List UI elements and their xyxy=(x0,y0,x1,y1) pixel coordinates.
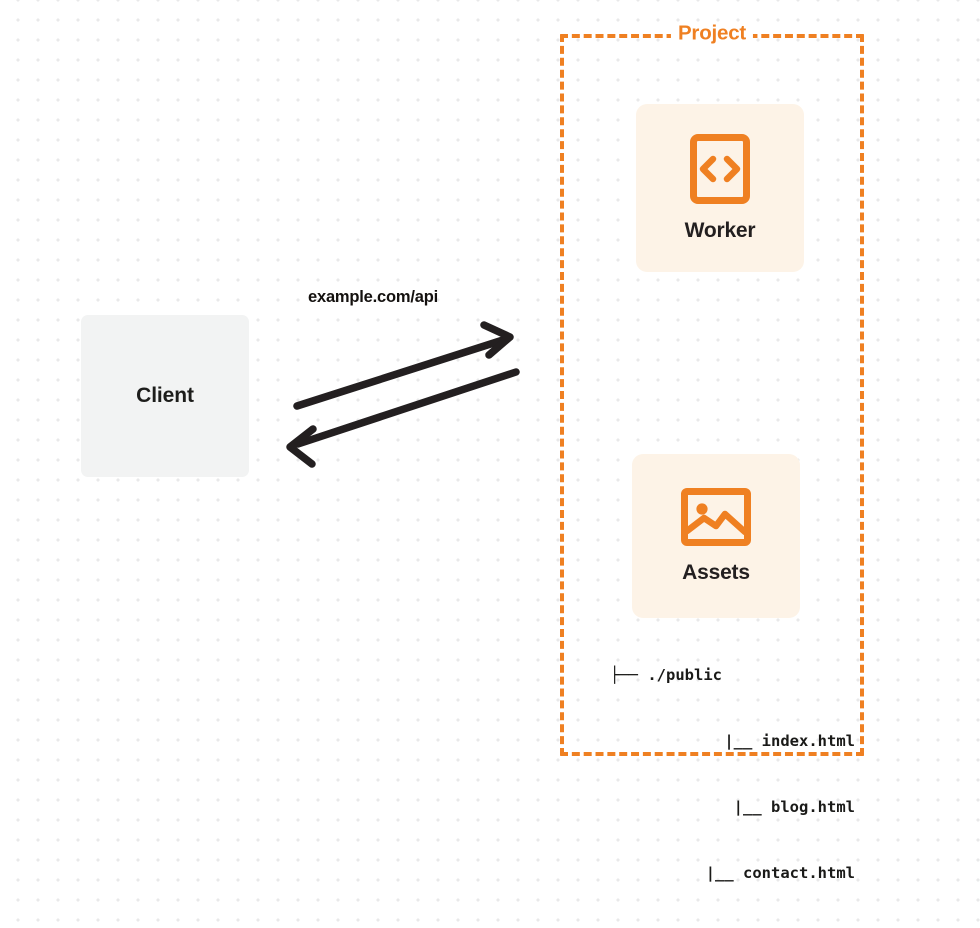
file-tree-row: |__ blog.html xyxy=(733,798,855,816)
response-arrow xyxy=(286,368,520,468)
client-node: Client xyxy=(81,315,249,477)
connection-label: example.com/api xyxy=(308,288,438,306)
worker-card[interactable]: Worker xyxy=(636,104,804,272)
client-label: Client xyxy=(136,384,194,407)
project-title: Project xyxy=(670,21,754,46)
code-brackets-icon xyxy=(689,133,751,205)
file-tree-row: ├── ./public xyxy=(610,666,722,684)
worker-label: Worker xyxy=(684,219,756,242)
request-arrow xyxy=(293,321,514,410)
file-tree-row: |__ contact.html xyxy=(705,864,855,882)
assets-card[interactable]: Assets xyxy=(632,454,800,618)
assets-file-tree: ├── ./public |__ index.html |__ blog.htm… xyxy=(609,620,855,928)
project-boundary: Project Worker Assets ├── ./public |__ i… xyxy=(560,21,864,882)
image-icon xyxy=(680,487,752,547)
assets-label: Assets xyxy=(682,561,750,584)
file-tree-row: |__ index.html xyxy=(724,732,855,750)
